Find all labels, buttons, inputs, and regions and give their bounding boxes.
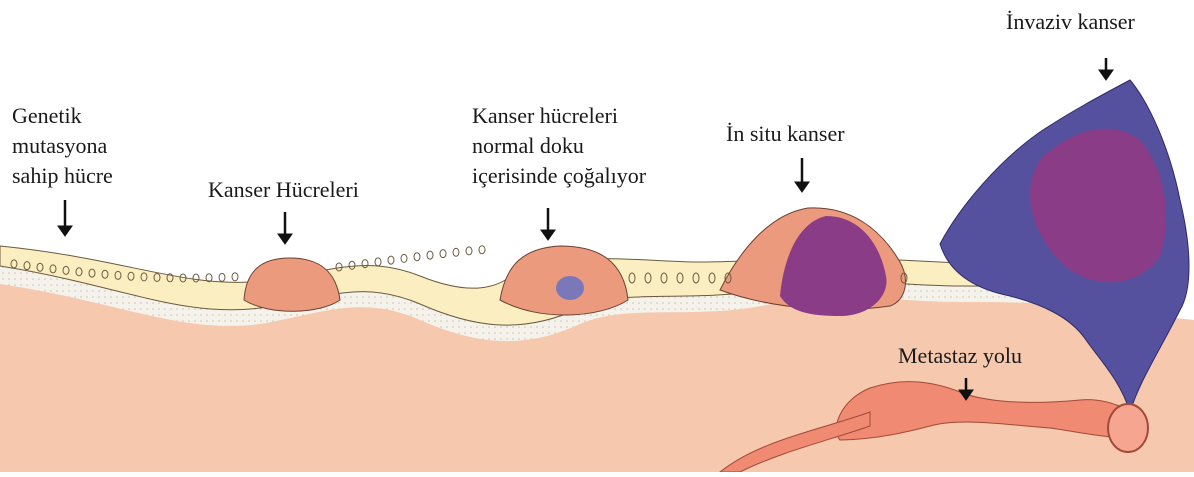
cell-nucleus <box>479 246 485 254</box>
pointer-arrow-head <box>58 226 72 236</box>
cell-nucleus <box>414 253 420 261</box>
label-proliferating-line1: Kanser hücreleri <box>472 102 618 130</box>
cell-nucleus <box>219 273 225 281</box>
label-genetic-mutation-line3: sahip hücre <box>12 162 113 190</box>
label-proliferating-line3: içerisinde çoğalıyor <box>472 162 646 190</box>
label-genetic-mutation-line2: mutasyona <box>12 132 107 160</box>
label-proliferating-line2: normal doku <box>472 132 584 160</box>
cell-nucleus <box>453 248 459 256</box>
pointer-arrow-head <box>1099 70 1113 80</box>
pointer-arrow-head <box>541 230 555 240</box>
cell-nucleus <box>466 247 472 255</box>
label-metastasis-path: Metastaz yolu <box>898 342 1022 370</box>
vessel-opening <box>1108 404 1148 452</box>
cell-nucleus <box>375 258 381 266</box>
pointer-arrow-head <box>795 182 809 192</box>
label-in-situ-cancer: İn situ kanser <box>726 120 845 148</box>
cell-nucleus <box>232 273 238 281</box>
pointer-arrow-head <box>278 234 292 244</box>
cell-nucleus <box>440 250 446 258</box>
label-genetic-mutation-line1: Genetik <box>12 102 82 130</box>
label-invasive-cancer: İnvaziv kanser <box>1006 8 1135 36</box>
cell-nucleus <box>401 254 407 262</box>
cell-nucleus <box>427 251 433 259</box>
blue-cell-small <box>556 276 584 300</box>
cell-nucleus <box>388 256 394 264</box>
label-cancer-cells: Kanser Hücreleri <box>208 176 359 204</box>
cancer-cluster-1 <box>244 258 340 311</box>
